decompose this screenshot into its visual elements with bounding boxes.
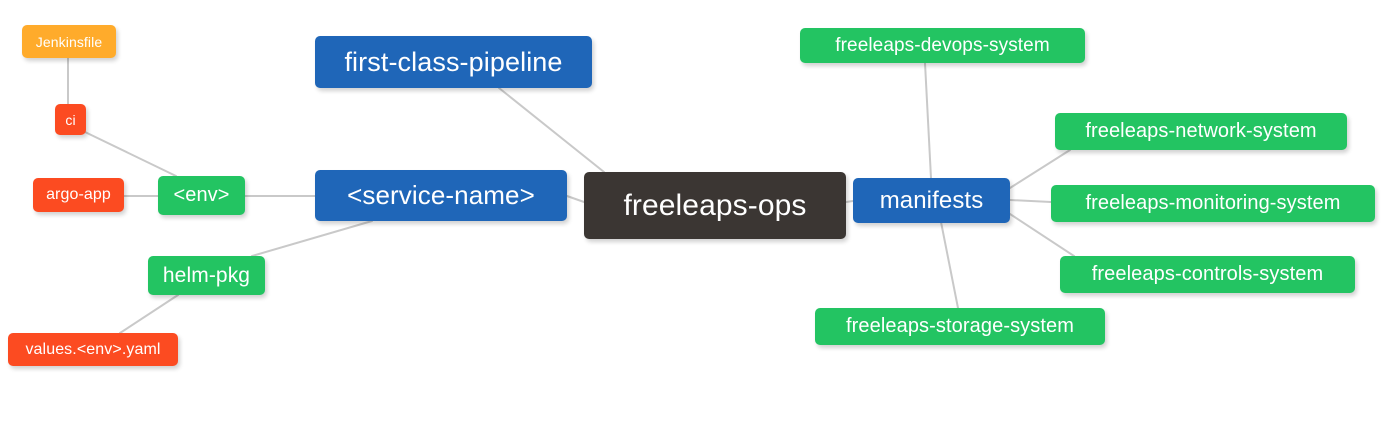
node-freeleaps-ops[interactable]: freeleaps-ops [584,172,846,239]
node-freeleaps-devops-system[interactable]: freeleaps-devops-system [800,28,1085,63]
node-freeleaps-controls-system[interactable]: freeleaps-controls-system [1060,256,1355,293]
edge-first-class-pipeline-to-freeleaps-ops [498,87,605,173]
node-freeleaps-monitoring-system[interactable]: freeleaps-monitoring-system [1051,185,1375,222]
edge-manifests-to-freeleaps-network-system [1009,149,1071,189]
node-argo-app[interactable]: argo-app [33,178,124,212]
node-helm-pkg[interactable]: helm-pkg [148,256,265,295]
edge-manifests-to-freeleaps-storage-system [940,221,959,309]
node-manifests[interactable]: manifests [853,178,1010,223]
edge-helm-pkg-to-values-env-yaml [119,294,179,334]
edge-manifests-to-freeleaps-monitoring-system [1009,199,1052,203]
edge-freeleaps-ops-to-service-name [566,195,585,203]
edge-freeleaps-ops-to-manifests [845,200,854,203]
edge-env-to-ci [84,131,177,177]
node-first-class-pipeline[interactable]: first-class-pipeline [315,36,592,88]
node-env[interactable]: <env> [158,176,245,215]
node-values-env-yaml[interactable]: values.<env>.yaml [8,333,178,366]
node-freeleaps-storage-system[interactable]: freeleaps-storage-system [815,308,1105,345]
node-service-name[interactable]: <service-name> [315,170,567,221]
edge-manifests-to-freeleaps-devops-system [924,62,932,179]
node-ci[interactable]: ci [55,104,86,135]
node-jenkinsfile[interactable]: Jenkinsfile [22,25,116,58]
edge-service-name-to-helm-pkg [251,220,373,257]
node-freeleaps-network-system[interactable]: freeleaps-network-system [1055,113,1347,150]
